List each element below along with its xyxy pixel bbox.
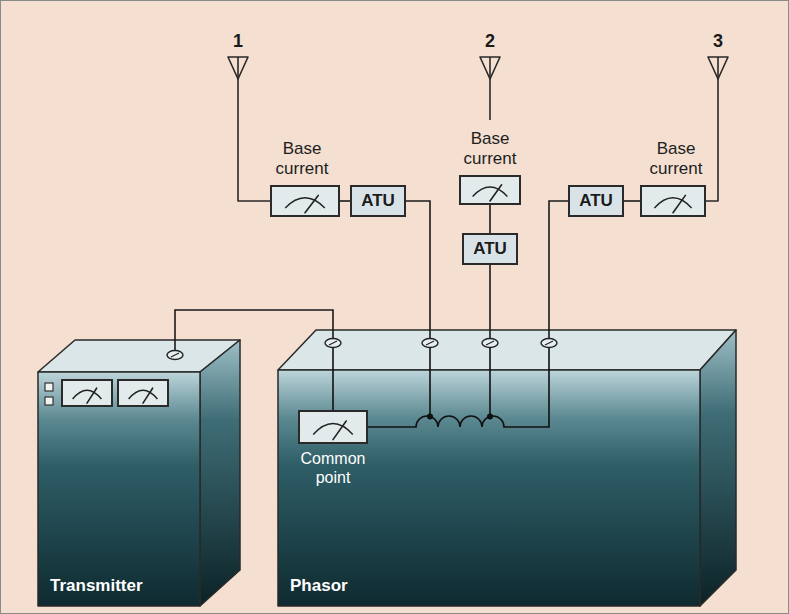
atu-label: ATU [361,187,395,215]
wire [489,205,491,233]
wire [175,310,333,338]
meter-face [459,175,521,205]
meter-scale [73,390,102,399]
antenna-feed [706,57,718,201]
meter-label: Base current [450,129,530,169]
terminal-stub [429,326,431,339]
meter-label: Base current [636,139,716,179]
terminal [167,351,183,360]
cabinet-front [278,370,700,606]
meter-needle [305,195,318,212]
callout-number: 2 [470,30,510,52]
panel-meter [118,380,168,406]
meter-needle [87,388,97,403]
cabinet-side [200,340,240,606]
coil-wire [368,348,549,428]
base-current-meter: Base current [636,130,716,217]
coil-tap [429,348,431,417]
callout-number: 1 [218,30,258,52]
terminal-screw [329,341,337,345]
terminal-screw [171,353,179,357]
meter-face [640,185,706,217]
meter-dial [272,187,338,215]
cabinet-front [38,372,200,606]
meter-face [270,185,340,217]
junction-dot [487,413,493,419]
terminal-screw [545,341,553,345]
terminal-screw [426,341,434,345]
meter-scale [285,198,325,208]
wire [406,201,430,326]
meter-label: Common point [290,449,376,487]
meter-needle [333,421,346,440]
junction-dot [427,413,433,419]
cabinet-top [278,330,736,370]
indicator-lamp [45,383,53,391]
atu-box: ATU [350,185,406,217]
meter-scale [473,187,508,196]
terminal [482,339,498,348]
atu-label: ATU [579,187,613,215]
wire [549,201,568,326]
meter-label: Base current [262,139,342,179]
panel-meter [62,380,112,406]
cabinet-label: Phasor [290,576,348,596]
meter-face [298,410,368,444]
atu-box: ATU [568,185,624,217]
cabinet-label: Transmitter [50,576,143,596]
meter-scale [313,424,353,435]
terminal-stub [489,326,491,339]
meter-needle [490,185,502,201]
wire [624,200,640,202]
terminal-stub [332,326,334,339]
wire [489,265,491,326]
cabinet-side [700,330,736,606]
phasor-cabinet: Phasor Common point [276,326,738,608]
meter-needle [143,388,153,403]
atu-label: ATU [473,235,507,263]
cabinet-drawing [36,338,242,608]
terminal-stub [174,338,176,351]
common-point-meter: Common point [290,410,376,500]
coil-tap [489,348,491,417]
wire [332,348,334,411]
terminal [541,339,557,348]
terminal-screw [486,341,494,345]
meter-needle [673,195,685,212]
meter-dial [300,412,366,442]
antenna-feed [238,57,270,201]
terminal-stub [548,326,550,339]
base-current-meter: Base current [262,130,342,217]
antenna-feed [489,57,491,120]
terminal [325,339,341,348]
meter-scale [129,390,158,399]
wire [340,200,350,202]
base-current-meter: Base current [450,122,530,205]
meter-dial [461,177,519,203]
indicator-lamp [45,397,53,405]
meter-dial [642,187,704,215]
transmitter-cabinet: Transmitter [36,338,242,608]
callout-number: 3 [698,30,738,52]
meter-scale [654,198,691,208]
atu-box: ATU [462,233,518,265]
terminal [422,339,438,348]
